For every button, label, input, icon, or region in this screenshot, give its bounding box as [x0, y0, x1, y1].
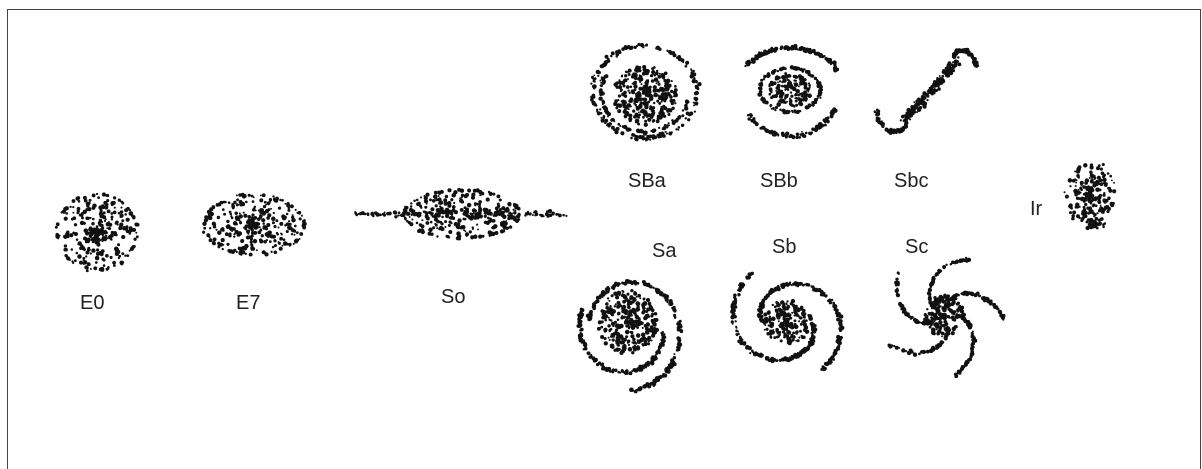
label-sa: Sa — [652, 240, 676, 263]
sketch-sbb — [744, 44, 839, 139]
label-sc: Sc — [905, 236, 928, 259]
label-sbb: SBb — [760, 170, 798, 193]
label-e0: E0 — [80, 292, 104, 315]
sketch-sb — [730, 272, 844, 372]
sketch-e0 — [55, 192, 140, 272]
sketch-sbc — [874, 48, 980, 135]
label-so: So — [441, 286, 465, 309]
sketch-ir — [1064, 163, 1117, 230]
label-ir: Ir — [1030, 198, 1042, 221]
sketch-sba — [590, 43, 702, 142]
sketch-sc — [887, 257, 1005, 378]
sketch-sa — [576, 279, 683, 393]
label-sb: Sb — [772, 236, 796, 259]
label-sba: SBa — [628, 170, 666, 193]
sketch-so — [354, 188, 567, 241]
label-sbc: Sbc — [894, 170, 928, 193]
sketch-e7 — [202, 193, 307, 257]
label-e7: E7 — [236, 292, 260, 315]
